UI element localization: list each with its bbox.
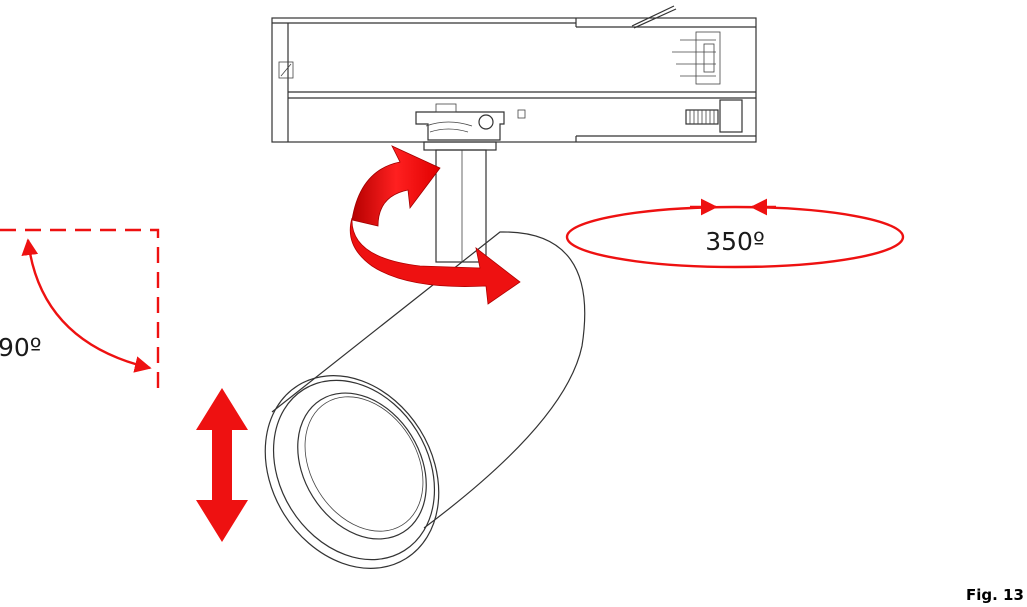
rotation-angle-label: 350º [705, 227, 765, 256]
height-arrow-icon [196, 388, 248, 542]
figure-label: Fig. 13 [966, 586, 1024, 604]
tilt-angle-label: 90º [0, 333, 42, 362]
tilt-angle-icon: 90º [0, 228, 160, 392]
rotation-range-icon: 350º [565, 198, 905, 269]
rotate-arrow-icon [349, 145, 521, 305]
spot-body [264, 231, 586, 569]
stem [423, 141, 497, 263]
track-adapter [271, 5, 757, 143]
